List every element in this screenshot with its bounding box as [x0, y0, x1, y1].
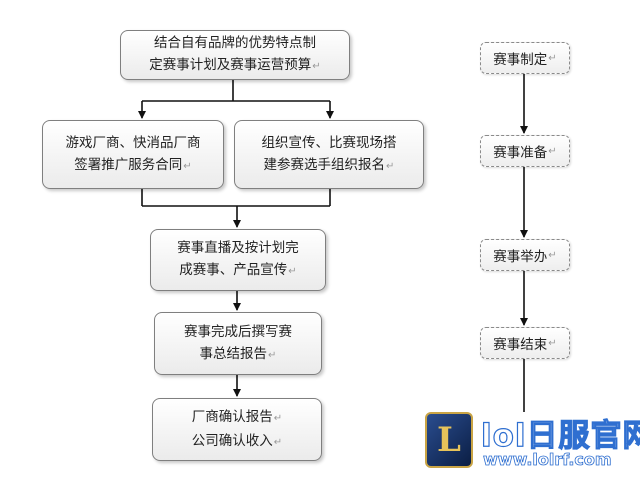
paragraph-mark-icon: ↵: [288, 266, 297, 277]
paragraph-mark-icon: ↵: [183, 160, 192, 172]
broadcast-box-line2: 成赛事、产品宣传: [179, 262, 288, 278]
confirm-box: 厂商确认报告↵ 公司确认收入↵: [152, 398, 322, 461]
paragraph-mark-icon: ↵: [268, 349, 277, 361]
confirm-box-line2: 公司确认收入: [191, 432, 273, 449]
broadcast-box: 赛事直播及按计划完 成赛事、产品宣传↵: [150, 229, 326, 291]
stage-planning: 赛事制定↵: [480, 42, 570, 74]
watermark-url: www.lolrf.com: [483, 450, 612, 470]
stage-conclusion: 赛事结束↵: [480, 327, 570, 359]
stage-conclusion-label: 赛事结束: [493, 337, 548, 353]
paragraph-mark-icon: ↵: [548, 52, 557, 64]
stage-hosting: 赛事举办↵: [480, 239, 570, 271]
paragraph-mark-icon: ↵: [548, 249, 557, 261]
paragraph-mark-icon: ↵: [386, 160, 395, 172]
sponsor-box: 游戏厂商、快消品厂商 签署推广服务合同↵: [42, 120, 224, 189]
report-box-line1: 赛事完成后撰写赛: [184, 323, 292, 340]
stage-preparation-label: 赛事准备: [493, 145, 548, 161]
paragraph-mark-icon: ↵: [548, 337, 557, 349]
report-box-line2: 事总结报告: [199, 345, 268, 362]
sponsor-box-line2: 签署推广服务合同: [74, 156, 183, 173]
watermark-title: lol日服官网: [480, 417, 640, 454]
broadcast-box-line1: 赛事直播及按计划完: [177, 240, 299, 256]
paragraph-mark-icon: ↵: [548, 145, 557, 157]
publicity-box-line1: 组织宣传、比赛现场搭: [261, 134, 397, 151]
publicity-box: 组织宣传、比赛现场搭 建参赛选手组织报名↵: [234, 120, 424, 189]
paragraph-mark-icon: ↵: [273, 412, 283, 424]
report-box: 赛事完成后撰写赛 事总结报告↵: [154, 312, 322, 375]
plan-box: 结合自有品牌的优势特点制 定赛事计划及赛事运营预算↵: [120, 30, 350, 80]
stage-preparation: 赛事准备↵: [480, 135, 570, 167]
paragraph-mark-icon: ↵: [312, 61, 321, 72]
logo-letter: L: [437, 420, 461, 460]
paragraph-mark-icon: ↵: [273, 436, 283, 448]
plan-box-line2: 定赛事计划及赛事运营预算: [149, 57, 312, 73]
site-watermark: L lol日服官网 www.lolrf.com: [425, 410, 640, 472]
lol-logo-icon: L: [425, 412, 473, 468]
confirm-box-line1: 厂商确认报告: [191, 408, 273, 425]
publicity-box-line2: 建参赛选手组织报名: [263, 156, 386, 173]
stage-planning-label: 赛事制定: [493, 52, 548, 68]
stage-hosting-label: 赛事举办: [493, 249, 548, 265]
sponsor-box-line1: 游戏厂商、快消品厂商: [65, 134, 201, 151]
plan-box-line1: 结合自有品牌的优势特点制: [154, 35, 316, 51]
